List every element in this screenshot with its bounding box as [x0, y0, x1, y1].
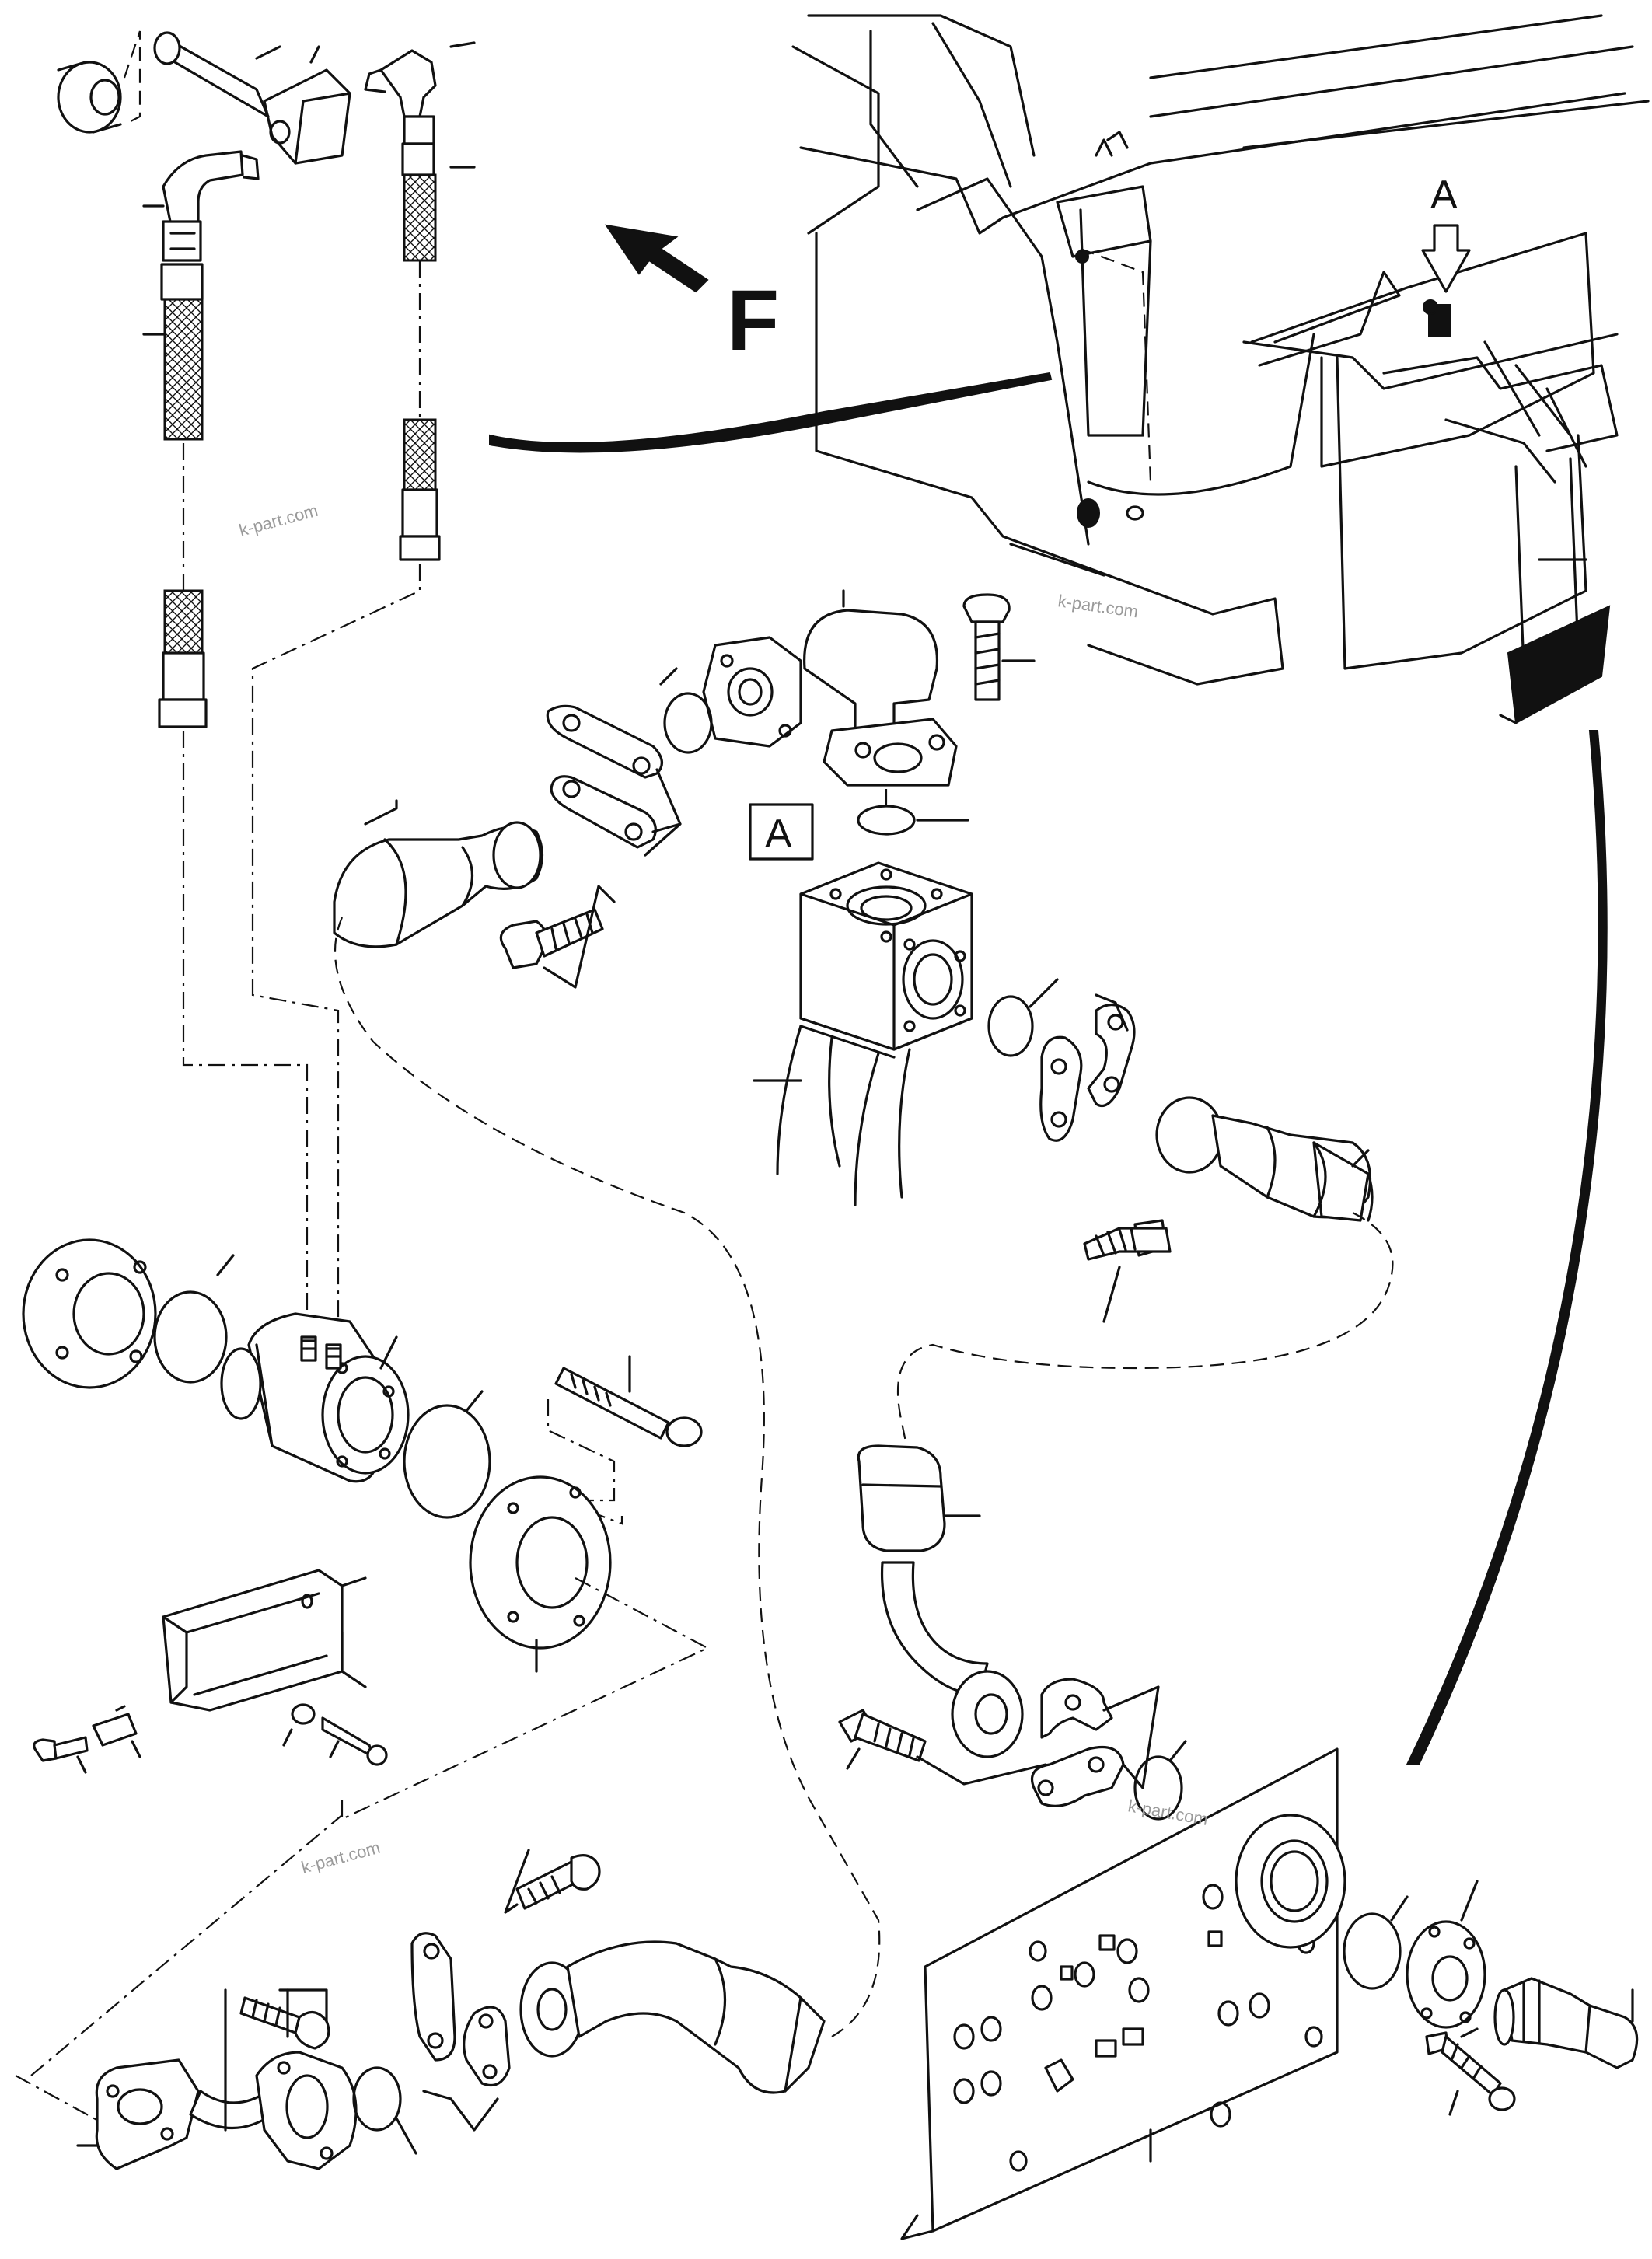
watermark: k-part.com: [237, 501, 320, 540]
leader-curve-tank: [489, 372, 1053, 453]
watermark: k-part.com: [1057, 591, 1139, 621]
view-letter: F: [727, 273, 779, 368]
watermark: k-part.com: [1126, 1796, 1210, 1829]
detail-arrow-label: A: [1430, 173, 1458, 218]
motor-assembly: [22, 1238, 710, 1821]
hose-assembly-left: [57, 30, 476, 728]
elbow-hose-right: [838, 1444, 1187, 1821]
watermark: k-part.com: [299, 1838, 382, 1877]
flanged-elbow-bottom: [15, 1814, 826, 2170]
flange-elbow-top: A: [333, 589, 1374, 1323]
machine-overview: A: [791, 14, 1650, 724]
direction-arrow-f: F: [604, 224, 779, 368]
detail-box-label: A: [765, 812, 792, 857]
control-panel: [900, 1747, 1639, 2240]
hose-route-loop-1: [334, 917, 881, 2037]
detail-box-a: [749, 803, 814, 861]
leader-curve-right: [1406, 730, 1608, 1765]
routing-line-b: [251, 564, 421, 1368]
routing-line-a: [182, 731, 309, 1368]
